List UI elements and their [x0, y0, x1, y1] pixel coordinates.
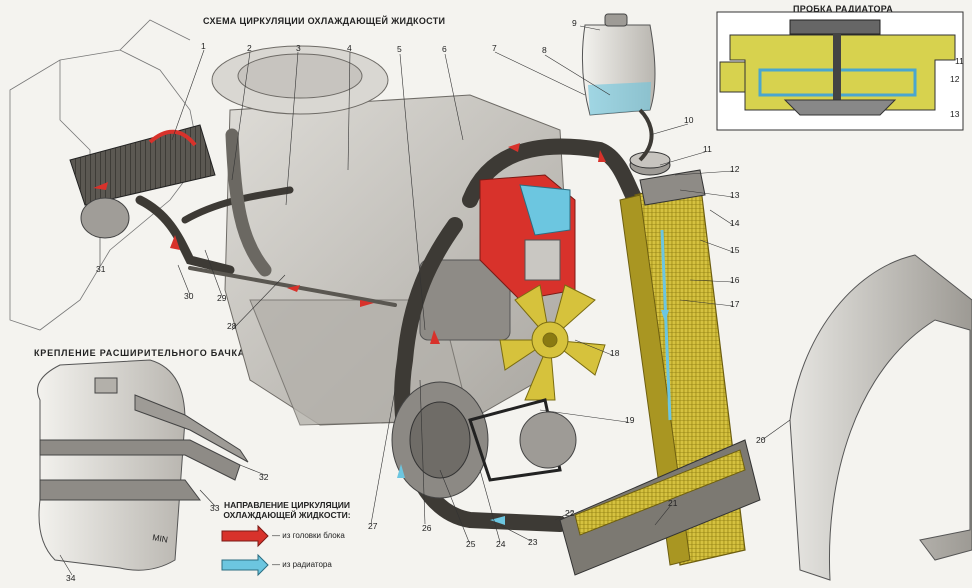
callout-34: 34 [66, 573, 76, 583]
radiator-filler-cap [629, 151, 671, 176]
legend-title: НАПРАВЛЕНИЕ ЦИРКУЛЯЦИИ ОХЛАЖДАЮЩЕЙ ЖИДКО… [212, 500, 362, 520]
radiator [559, 169, 761, 576]
callout-9: 9 [572, 18, 577, 28]
cap-callout-11: 11 [955, 56, 964, 66]
callout-13: 13 [730, 190, 740, 200]
callout-21: 21 [668, 498, 678, 508]
legend-swatches [221, 524, 269, 577]
fan-shroud [789, 254, 972, 581]
callout-11: 11 [703, 144, 712, 154]
callout-7: 7 [492, 43, 497, 53]
cap-inset [716, 11, 964, 131]
legend-item-head: — из головки блока [272, 531, 345, 540]
callout-33: 33 [210, 503, 220, 513]
callout-31: 31 [96, 264, 106, 274]
flow-arrows-head [93, 143, 606, 344]
callout-4: 4 [347, 43, 352, 53]
head-cutaway [479, 174, 576, 301]
callout-3: 3 [296, 43, 301, 53]
callout-20: 20 [756, 435, 766, 445]
callout-28: 28 [227, 321, 237, 331]
flow-arrows-radiator [397, 310, 669, 525]
callout-25: 25 [466, 539, 476, 549]
coolant-hoses [135, 128, 648, 532]
callout-10: 10 [684, 115, 694, 125]
legend-title-line2: ОХЛАЖДАЮЩЕЙ ЖИДКОСТИ: [223, 510, 351, 520]
cap-title: ПРОБКА РАДИАТОРА [793, 4, 894, 14]
callout-27: 27 [368, 521, 378, 531]
callout-30: 30 [184, 291, 194, 301]
callout-15: 15 [730, 245, 740, 255]
cooling-fan [499, 284, 606, 401]
callout-8: 8 [542, 45, 547, 55]
tank-mount-detail [37, 359, 249, 571]
callout-2: 2 [247, 43, 252, 53]
tank-mount-title: КРЕПЛЕНИЕ РАСШИРИТЕЛЬНОГО БАЧКА [34, 348, 246, 358]
main-title: СХЕМА ЦИРКУЛЯЦИИ ОХЛАЖДАЮЩЕЙ ЖИДКОСТИ [203, 16, 446, 26]
callout-22: 22 [565, 508, 575, 518]
callout-leaders [59, 25, 791, 576]
alternator [391, 381, 577, 499]
callout-16: 16 [730, 275, 740, 285]
callout-26: 26 [422, 523, 432, 533]
heater-core [69, 124, 216, 239]
cap-callout-12: 12 [950, 74, 960, 84]
expansion-tank [581, 13, 656, 162]
callout-12: 12 [730, 164, 740, 174]
callout-23: 23 [528, 537, 538, 547]
legend-item-radiator: — из радиатора [272, 560, 332, 569]
callout-19: 19 [625, 415, 635, 425]
callout-17: 17 [730, 299, 740, 309]
callout-1: 1 [201, 41, 206, 51]
cap-callout-13: 13 [950, 109, 960, 119]
callout-5: 5 [397, 44, 402, 54]
callout-14: 14 [730, 218, 740, 228]
callout-24: 24 [496, 539, 506, 549]
callout-6: 6 [442, 44, 447, 54]
legend-title-line1: НАПРАВЛЕНИЕ ЦИРКУЛЯЦИИ [223, 500, 351, 510]
tank-min-mark: MIN [152, 532, 169, 545]
callout-29: 29 [217, 293, 227, 303]
cap-callout-numbers: 11 12 13 [950, 56, 964, 119]
callout-32: 32 [259, 472, 269, 482]
callout-18: 18 [610, 348, 620, 358]
